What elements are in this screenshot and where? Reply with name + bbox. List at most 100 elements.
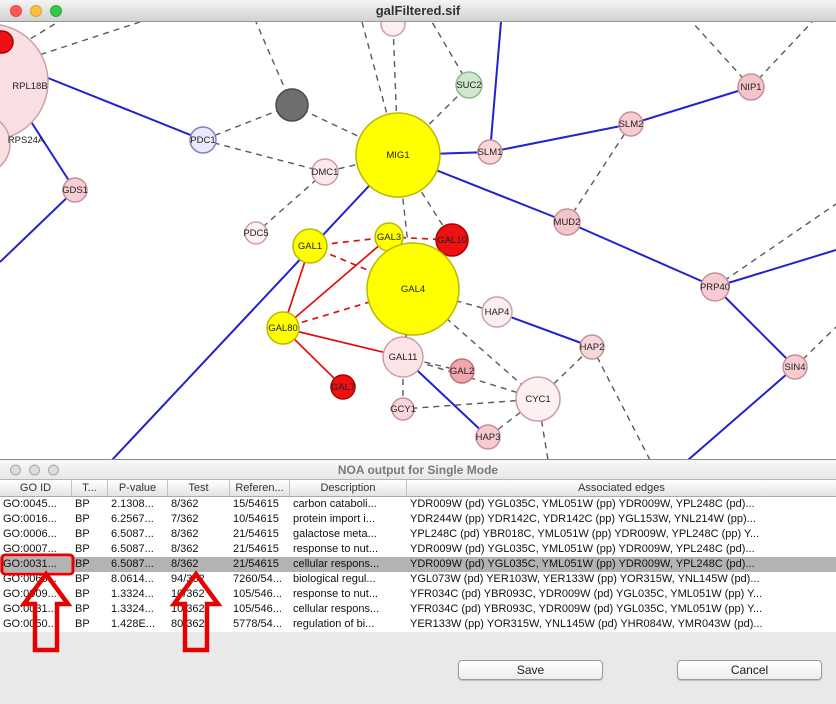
- edge-sin4-offscreen[interactable]: [794, 326, 836, 368]
- node-label-slm2: SLM2: [619, 119, 644, 130]
- edge-offscreen-offscreen[interactable]: [29, 22, 141, 59]
- node-gal1[interactable]: [292, 228, 328, 264]
- minimize-button-icon[interactable]: [30, 4, 42, 17]
- edge-prp40-sin4[interactable]: [714, 286, 796, 368]
- node-pdc5[interactable]: [244, 221, 268, 245]
- node-gal7[interactable]: [330, 374, 356, 400]
- node-gcy1[interactable]: [391, 397, 415, 421]
- edge-offscreen-offscreen[interactable]: [11, 22, 59, 51]
- node-label-dmc1: DMC1: [312, 167, 339, 178]
- cell: 6.5087...: [111, 528, 154, 540]
- node-rpl18b[interactable]: [0, 24, 49, 140]
- cell: 105/546...: [233, 603, 282, 615]
- node-hap2[interactable]: [579, 334, 605, 360]
- node-gds1[interactable]: [62, 177, 88, 203]
- node-label-mud2: MUD2: [554, 217, 581, 228]
- cell: YFR034C (pd) YBR093C, YDR009W (pd) YGL03…: [410, 603, 763, 615]
- node-slm2[interactable]: [618, 111, 644, 137]
- edge-hap2-offscreen[interactable]: [591, 346, 651, 459]
- save-button[interactable]: Save: [458, 660, 603, 680]
- column-header-3[interactable]: Test: [168, 480, 230, 496]
- edge-mud2-prp40[interactable]: [566, 221, 716, 288]
- edge-slm2-nip1[interactable]: [630, 86, 752, 125]
- cell: GO:0006...: [3, 528, 57, 540]
- edge-offscreen-pdc1[interactable]: [47, 77, 204, 141]
- node-mud2[interactable]: [553, 208, 581, 236]
- edge-prp40-offscreen[interactable]: [714, 249, 836, 288]
- edge-offscreen-gds1[interactable]: [27, 116, 76, 191]
- cell: 80/362: [171, 618, 205, 630]
- cell: 10/54615: [233, 513, 279, 525]
- node-red0[interactable]: [0, 30, 14, 54]
- edge-mud2-slm2[interactable]: [566, 123, 632, 223]
- edge-nip1-offscreen[interactable]: [691, 22, 752, 88]
- node-gal11[interactable]: [382, 336, 424, 378]
- cell: YDR244W (pp) YDR142C, YDR142C (pp) YGL15…: [410, 513, 756, 525]
- minimize-button-icon[interactable]: [29, 464, 40, 475]
- node-mig1[interactable]: [355, 112, 441, 198]
- edge-dmc1-pdc5[interactable]: [255, 171, 326, 234]
- node-gal4[interactable]: [366, 242, 460, 336]
- node-hap4[interactable]: [481, 296, 513, 328]
- cell: 6.5087...: [111, 558, 154, 570]
- node-hap3[interactable]: [475, 424, 501, 450]
- edge-pdc1-dmc1[interactable]: [202, 139, 326, 173]
- noa-window-titlebar[interactable]: NOA output for Single Mode: [0, 460, 836, 480]
- cell: YGL073W (pd) YER103W, YER133W (pp) YOR31…: [410, 573, 760, 585]
- node-cyc1[interactable]: [515, 376, 561, 422]
- edge-slm1-slm2[interactable]: [489, 123, 632, 153]
- node-label-gds1: GDS1: [62, 185, 88, 196]
- node-label-pdc1: PDC1: [190, 135, 215, 146]
- node-gray0[interactable]: [275, 88, 309, 122]
- cancel-button[interactable]: Cancel: [677, 660, 822, 680]
- column-header-6[interactable]: Associated edges: [578, 482, 665, 494]
- cell: 94/362: [171, 573, 205, 585]
- zoom-button-icon[interactable]: [48, 464, 59, 475]
- column-header-0[interactable]: GO ID: [0, 480, 72, 496]
- node-slm1[interactable]: [477, 139, 503, 165]
- zoom-button-icon[interactable]: [50, 4, 62, 17]
- column-header-5[interactable]: Description: [290, 480, 407, 496]
- edge-prp40-offscreen[interactable]: [714, 203, 836, 288]
- edge-gray0-mig1[interactable]: [291, 104, 399, 156]
- node-prp40[interactable]: [700, 272, 730, 302]
- node-gal80[interactable]: [266, 311, 300, 345]
- node-gal10[interactable]: [435, 223, 469, 257]
- edge-mig1-offscreen[interactable]: [111, 154, 399, 459]
- edge-gds1-offscreen[interactable]: [0, 189, 76, 263]
- node-sin4[interactable]: [782, 354, 808, 380]
- edge-hap4-hap2[interactable]: [496, 311, 593, 348]
- close-button-icon[interactable]: [10, 4, 22, 17]
- network-window-titlebar[interactable]: galFiltered.sif: [0, 0, 836, 22]
- column-header-4[interactable]: Referen...: [230, 480, 290, 496]
- edge-gal80-gal3[interactable]: [282, 236, 390, 329]
- node-gal2[interactable]: [449, 358, 475, 384]
- cell: 105/546...: [233, 588, 282, 600]
- node-suc2[interactable]: [455, 71, 483, 99]
- cell: BP: [75, 513, 90, 525]
- edge-sin4-offscreen[interactable]: [687, 366, 796, 459]
- close-button-icon[interactable]: [10, 464, 21, 475]
- column-header-2[interactable]: P-value: [108, 480, 168, 496]
- column-header-1[interactable]: T...: [72, 480, 108, 496]
- edge-nip1-offscreen[interactable]: [750, 22, 813, 88]
- edge-slm1-offscreen[interactable]: [489, 22, 502, 153]
- node-pdc1[interactable]: [189, 126, 217, 154]
- node-dmc1[interactable]: [311, 158, 339, 186]
- node-top0[interactable]: [380, 22, 406, 37]
- node-label-gal80: GAL80: [268, 323, 298, 334]
- node-nip1[interactable]: [737, 73, 765, 101]
- node-rps24a[interactable]: [0, 114, 11, 174]
